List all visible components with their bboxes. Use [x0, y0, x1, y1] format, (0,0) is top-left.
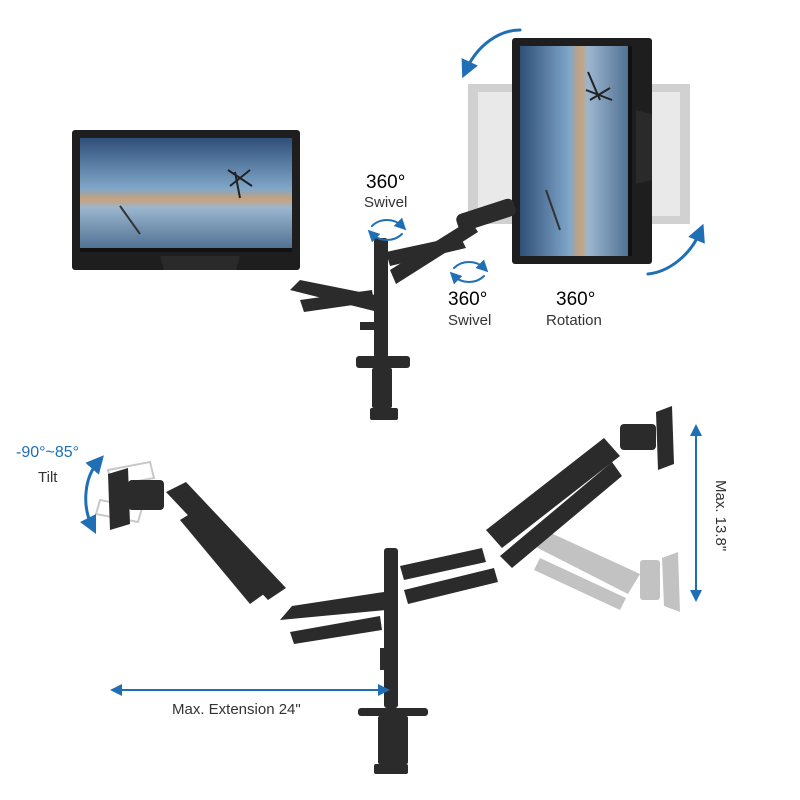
tilt-arrow-icon [79, 455, 104, 535]
top-mount-arms [290, 198, 516, 420]
swivel-lower-label: Swivel [448, 312, 492, 329]
rotate-arrow-icon [461, 28, 705, 276]
tilt-range: -90°~85° [16, 444, 80, 461]
double-arrow-icon [110, 424, 702, 696]
swivel-arrow-icon [367, 217, 489, 285]
rotation-degrees: 360° [556, 289, 596, 310]
swivel-upper-degrees: 360° [366, 172, 406, 193]
right-portrait-monitor [512, 38, 652, 264]
ghost-lowered-arm [522, 528, 680, 612]
rotation-label: Rotation [546, 312, 602, 329]
tilt-label: Tilt [38, 469, 58, 486]
max-height-label: Max. 13.8" [712, 480, 729, 552]
left-monitor [72, 130, 300, 270]
bottom-mount-arms [108, 406, 674, 774]
max-extension-label: Max. Extension 24" [172, 701, 301, 718]
swivel-upper-label: Swivel [364, 194, 408, 211]
swivel-lower-degrees: 360° [448, 289, 488, 310]
